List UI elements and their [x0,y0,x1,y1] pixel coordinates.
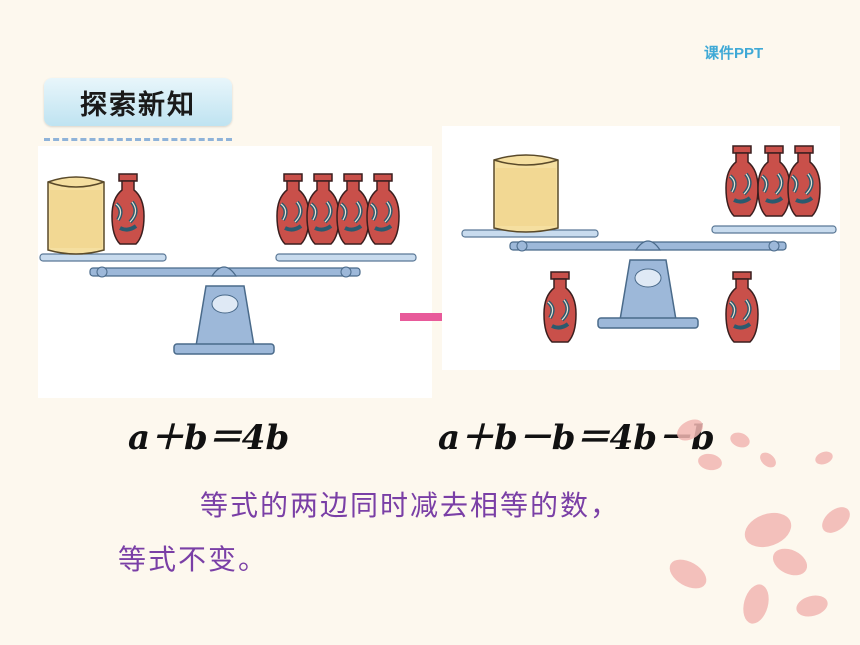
right-scale-panel [442,126,840,370]
section-label: 探索新知 [44,78,232,126]
equation-left: a＋b＝4b [128,418,290,458]
conclusion-line-1: 等式的两边同时减去相等的数， [200,489,621,522]
right-balance-scale-icon [461,144,837,344]
left-balance-scale-icon [39,172,417,355]
left-scale-panel [38,146,432,398]
conclusion-line-2: 等式不变。 [118,543,269,576]
brand-label: 课件PPT [704,45,764,62]
section-divider [44,138,232,141]
equation-right: a＋b－b＝4b－b [438,418,715,458]
